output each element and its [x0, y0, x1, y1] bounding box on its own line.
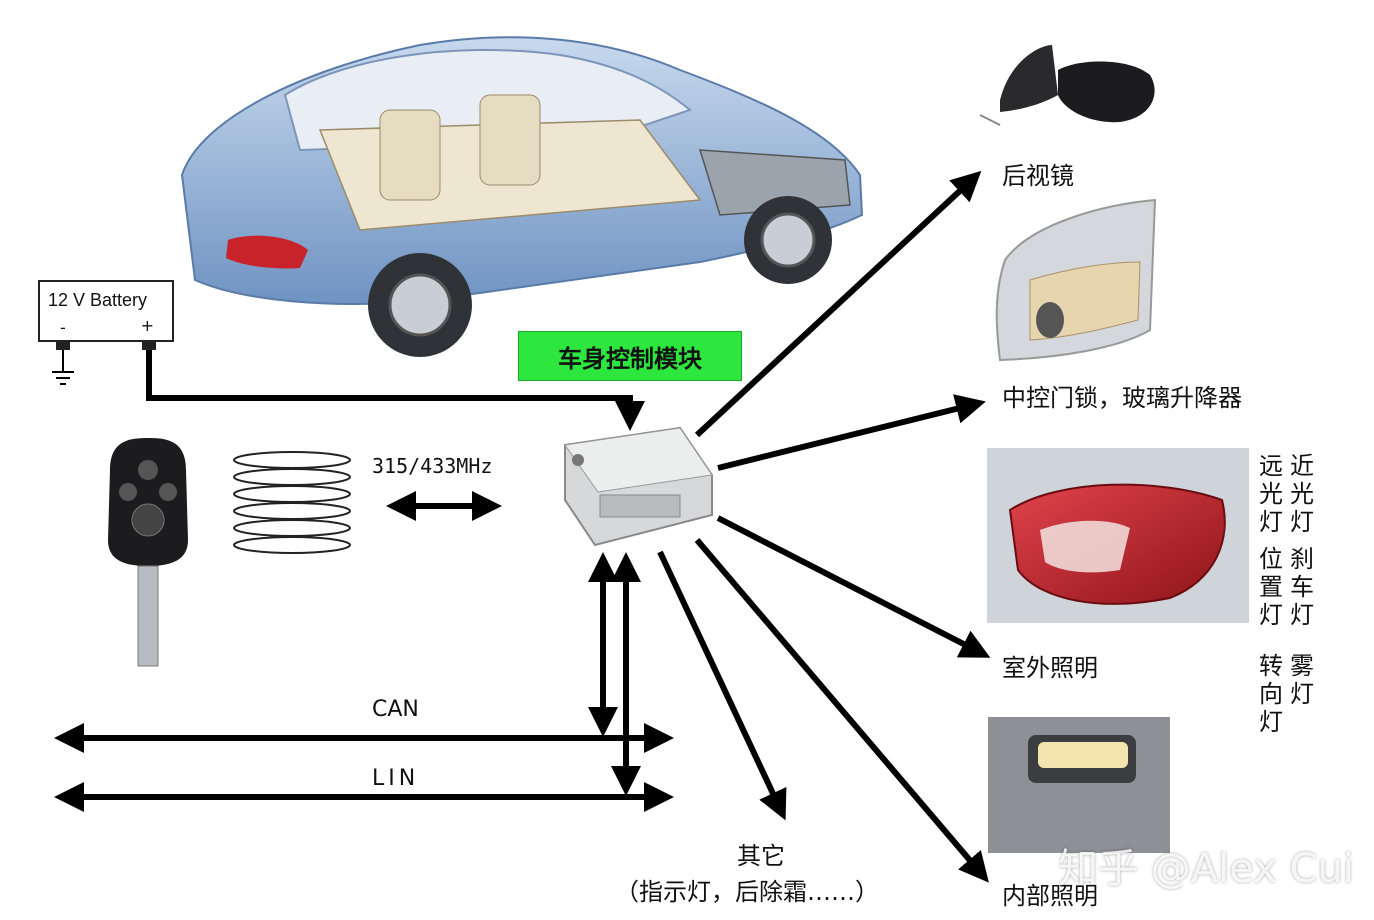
- side-mirror-illustration: [979, 45, 1155, 126]
- can-bus-label: CAN: [372, 697, 419, 722]
- arrow-to-exterior-lighting: [716, 515, 991, 658]
- body-control-module-unit: [564, 426, 713, 547]
- rf-frequency-label: 315/433MHz: [372, 454, 493, 478]
- car-cutaway-illustration: [180, 36, 864, 357]
- battery-ground-symbol: [52, 340, 74, 385]
- lin-bus-label: LIN: [372, 766, 420, 791]
- light-position-label: 位置灯: [1259, 545, 1283, 629]
- interior-light-photo: [988, 717, 1170, 853]
- taillight-photo: [987, 448, 1249, 623]
- rf-signal-coil: [233, 451, 351, 554]
- car-door-illustration: [995, 198, 1157, 362]
- bcm-label: 车身控制模块: [518, 331, 742, 381]
- light-fog-label: 雾灯: [1290, 652, 1314, 708]
- watermark: 知乎 @Alex Cui: [1058, 846, 1354, 892]
- other-detail-label: （指示灯，后除霜……）: [615, 878, 879, 906]
- mirror-label: 后视镜: [1002, 162, 1074, 190]
- arrow-to-door: [717, 394, 986, 471]
- bcm-label-text: 车身控制模块: [558, 344, 702, 373]
- interior-lighting-label: 内部照明: [1002, 882, 1098, 910]
- battery-minus-terminal: -: [60, 318, 66, 337]
- light-low-beam-label: 近光灯: [1290, 452, 1314, 536]
- battery-box: 12 V Battery - +: [38, 280, 174, 342]
- light-turn-signal-label: 转向灯: [1259, 652, 1283, 736]
- arrow-to-mirror: [694, 170, 982, 438]
- battery-plus-terminal: +: [140, 316, 154, 335]
- battery-label: 12 V Battery: [48, 290, 148, 310]
- car-key-icon: [108, 438, 188, 667]
- door-label: 中控门锁，玻璃升降器: [1002, 384, 1242, 412]
- arrow-to-other: [657, 550, 787, 821]
- other-label: 其它: [737, 842, 785, 870]
- light-brake-label: 刹车灯: [1290, 545, 1314, 629]
- battery-positive-wire: [142, 340, 645, 431]
- exterior-lighting-label: 室外照明: [1002, 654, 1098, 682]
- arrow-to-interior-lighting: [694, 538, 989, 883]
- light-high-beam-label: 远光灯: [1259, 452, 1283, 536]
